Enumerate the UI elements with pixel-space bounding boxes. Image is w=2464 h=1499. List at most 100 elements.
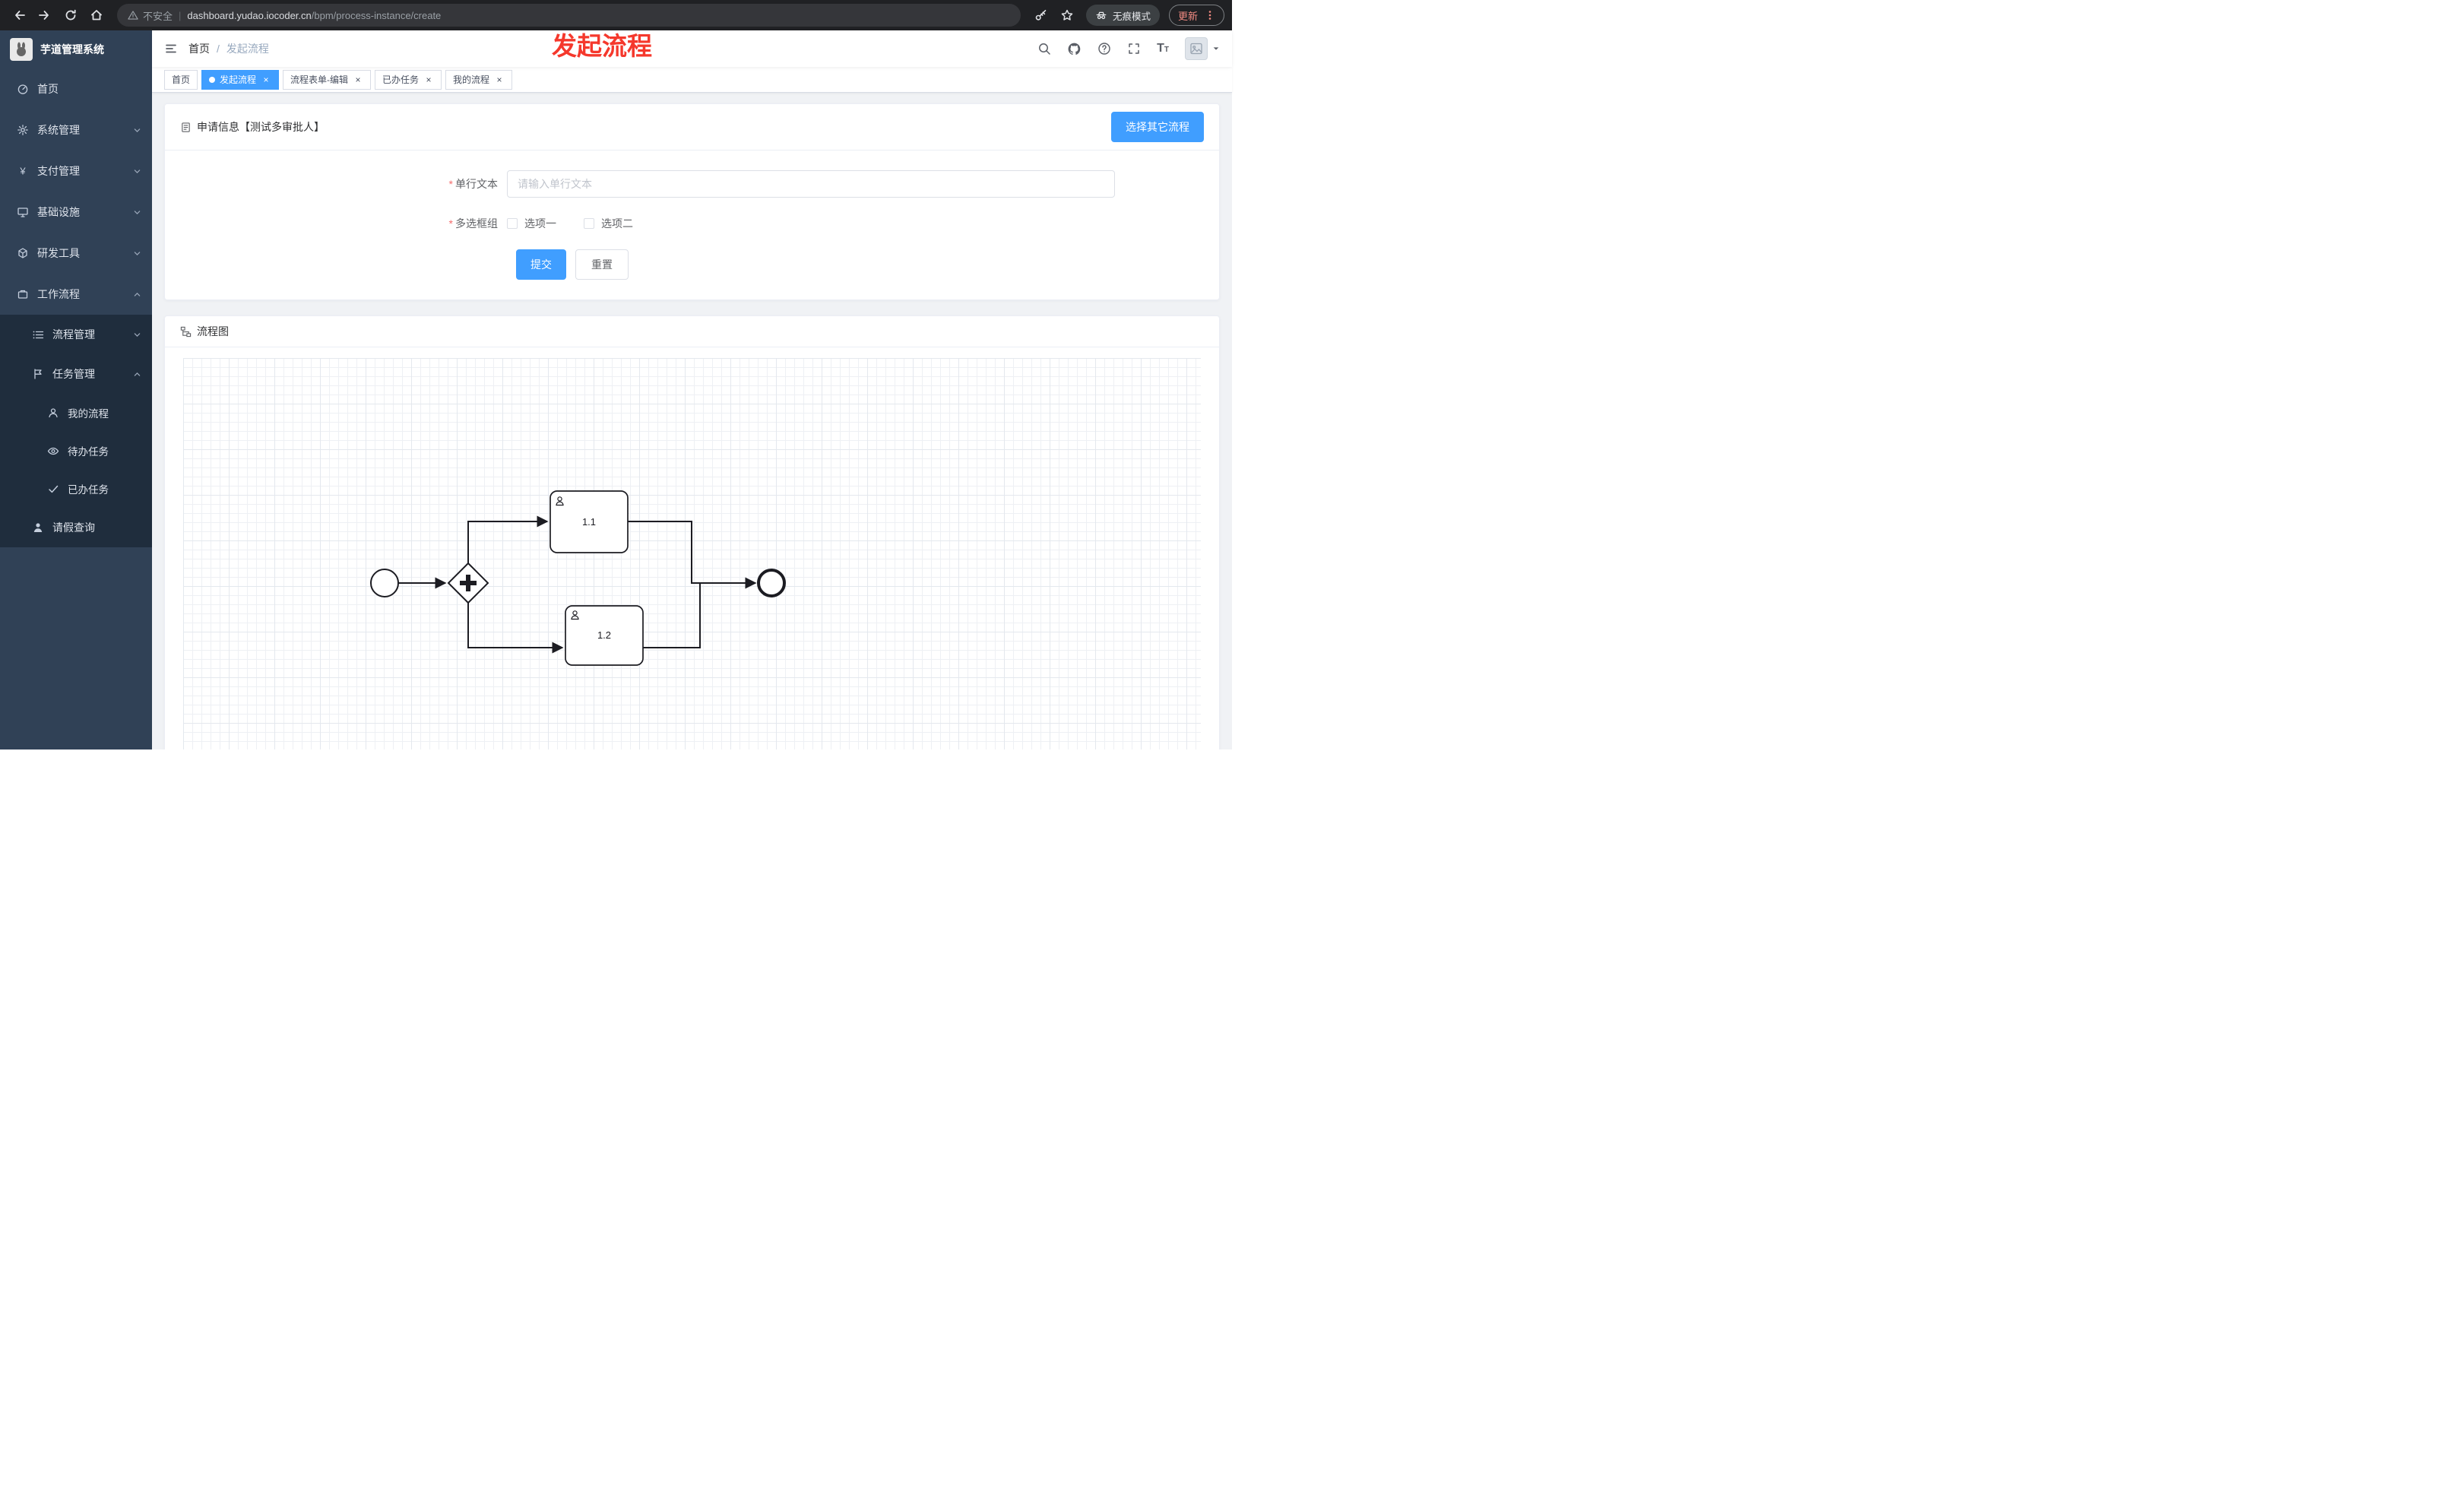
reset-button[interactable]: 重置 <box>575 249 629 280</box>
sidebar-item-process-management[interactable]: 流程管理 <box>0 315 152 354</box>
close-icon[interactable]: × <box>426 74 432 85</box>
checkbox-box[interactable] <box>507 218 518 229</box>
back-button[interactable] <box>8 4 30 27</box>
tab-form-edit[interactable]: 流程表单-编辑 × <box>283 69 372 90</box>
tab-create-process[interactable]: 发起流程 × <box>201 69 280 90</box>
yen-icon: ¥ <box>19 166 26 177</box>
required-marker: * <box>448 178 453 190</box>
search-button[interactable] <box>1037 42 1051 55</box>
close-icon[interactable]: × <box>263 74 269 85</box>
not-secure-badge[interactable]: 不安全 <box>128 8 173 23</box>
breadcrumb-current: 发起流程 <box>226 43 269 55</box>
flow-gateway-to-task1[interactable] <box>467 515 549 563</box>
gear-icon <box>17 125 28 135</box>
update-button[interactable]: 更新 <box>1168 5 1224 26</box>
warning-icon <box>128 11 138 20</box>
reload-icon <box>65 9 76 21</box>
user-icon <box>49 408 58 418</box>
star-icon <box>1061 9 1073 21</box>
parallel-gateway[interactable] <box>447 562 489 604</box>
dashboard-icon <box>17 84 28 94</box>
address-bar[interactable]: 不安全 | dashboard.yudao.iocoder.cn/bpm/pro… <box>117 4 1021 27</box>
text-field-row: *单行文本 <box>416 170 1115 198</box>
help-button[interactable] <box>1097 42 1111 55</box>
single-line-text-input[interactable] <box>507 170 1115 198</box>
home-icon <box>91 10 102 21</box>
select-other-process-button[interactable]: 选择其它流程 <box>1111 112 1204 142</box>
user-task-2[interactable]: 1.2 <box>565 605 644 666</box>
checkbox-option-2[interactable]: 选项二 <box>584 216 633 231</box>
navbar: 首页 / 发起流程 TT <box>152 30 1232 67</box>
checkbox-field-row: *多选框组 选项一 选项二 <box>416 216 1115 231</box>
breadcrumb-home[interactable]: 首页 <box>188 43 210 55</box>
fullscreen-button[interactable] <box>1127 42 1141 55</box>
sidebar-item-label: 已办任务 <box>68 484 109 496</box>
chevron-up-icon <box>134 292 141 296</box>
bpmn-diagram: 1.1 1.2 <box>370 490 786 666</box>
bookmark-button[interactable] <box>1056 4 1078 27</box>
sidebar-item-leave-query[interactable]: 请假查询 <box>0 508 152 547</box>
check-icon <box>49 485 59 493</box>
document-icon <box>182 122 190 132</box>
browser-toolbar: 不安全 | dashboard.yudao.iocoder.cn/bpm/pro… <box>0 0 1232 30</box>
sidebar-item-payment[interactable]: ¥ 支付管理 <box>0 151 152 192</box>
flow-gateway-to-task2[interactable] <box>467 603 564 654</box>
end-event[interactable] <box>757 569 786 597</box>
app-title: 芋道管理系统 <box>40 43 104 55</box>
tab-label: 流程表单-编辑 <box>290 74 349 85</box>
sidebar-item-my-process[interactable]: 我的流程 <box>0 394 152 432</box>
checkbox-label: 选项二 <box>601 217 633 230</box>
font-size-button[interactable]: TT <box>1157 42 1169 55</box>
sidebar-item-home[interactable]: 首页 <box>0 68 152 109</box>
reload-button[interactable] <box>59 4 82 27</box>
submit-button[interactable]: 提交 <box>516 249 566 280</box>
sidebar-item-workflow[interactable]: 工作流程 <box>0 274 152 315</box>
sidebar-item-infrastructure[interactable]: 基础设施 <box>0 192 152 233</box>
sidebar-item-devtools[interactable]: 研发工具 <box>0 233 152 274</box>
active-tab-dot <box>209 76 216 83</box>
rabbit-icon <box>17 42 26 56</box>
monitor-icon <box>17 208 28 217</box>
sidebar-logo[interactable]: 芋道管理系统 <box>0 30 152 68</box>
form-buttons: 提交 重置 <box>516 249 1115 280</box>
home-button[interactable] <box>85 4 108 27</box>
search-icon <box>1039 43 1050 55</box>
forward-button[interactable] <box>33 4 56 27</box>
flow-task2-to-end[interactable] <box>643 583 701 648</box>
cube-icon <box>18 248 27 258</box>
checkbox-box[interactable] <box>584 218 594 229</box>
caret-down-icon <box>1213 47 1219 50</box>
github-button[interactable] <box>1067 42 1082 56</box>
tab-done-tasks[interactable]: 已办任务 × <box>375 69 442 90</box>
user-task-icon <box>571 610 579 620</box>
main-area: 首页 / 发起流程 TT <box>152 30 1232 750</box>
flow-task1-to-end[interactable] <box>628 521 757 589</box>
start-event[interactable] <box>370 569 399 597</box>
checkbox-option-1[interactable]: 选项一 <box>507 216 556 231</box>
chevron-down-icon <box>134 251 141 255</box>
sidebar-toggle-button[interactable] <box>164 42 178 55</box>
image-icon <box>1190 43 1202 55</box>
not-secure-label: 不安全 <box>143 10 173 22</box>
kebab-menu-icon[interactable] <box>1205 10 1215 21</box>
tab-home[interactable]: 首页 <box>164 69 198 90</box>
user-task-1[interactable]: 1.1 <box>549 490 629 553</box>
sequence-flows <box>398 515 757 654</box>
user-menu[interactable] <box>1185 37 1220 60</box>
sidebar-item-system[interactable]: 系统管理 <box>0 109 152 151</box>
sidebar-item-todo-tasks[interactable]: 待办任务 <box>0 432 152 470</box>
sidebar-item-label: 基础设施 <box>37 206 80 218</box>
text-field-label: *单行文本 <box>448 178 498 190</box>
sidebar-item-task-management[interactable]: 任务管理 <box>0 354 152 394</box>
user-task-icon <box>556 496 564 506</box>
sidebar-item-label: 任务管理 <box>52 368 95 380</box>
password-manager-button[interactable] <box>1030 4 1053 27</box>
tab-my-process[interactable]: 我的流程 × <box>445 69 513 90</box>
bpmn-canvas[interactable]: 1.1 1.2 <box>183 358 1201 750</box>
sidebar-item-done-tasks[interactable]: 已办任务 <box>0 470 152 508</box>
close-icon[interactable]: × <box>496 74 502 85</box>
close-icon[interactable]: × <box>355 74 361 85</box>
breadcrumb: 首页 / 发起流程 <box>188 41 269 56</box>
url-text: dashboard.yudao.iocoder.cn/bpm/process-i… <box>187 10 441 21</box>
list-icon <box>33 331 44 339</box>
